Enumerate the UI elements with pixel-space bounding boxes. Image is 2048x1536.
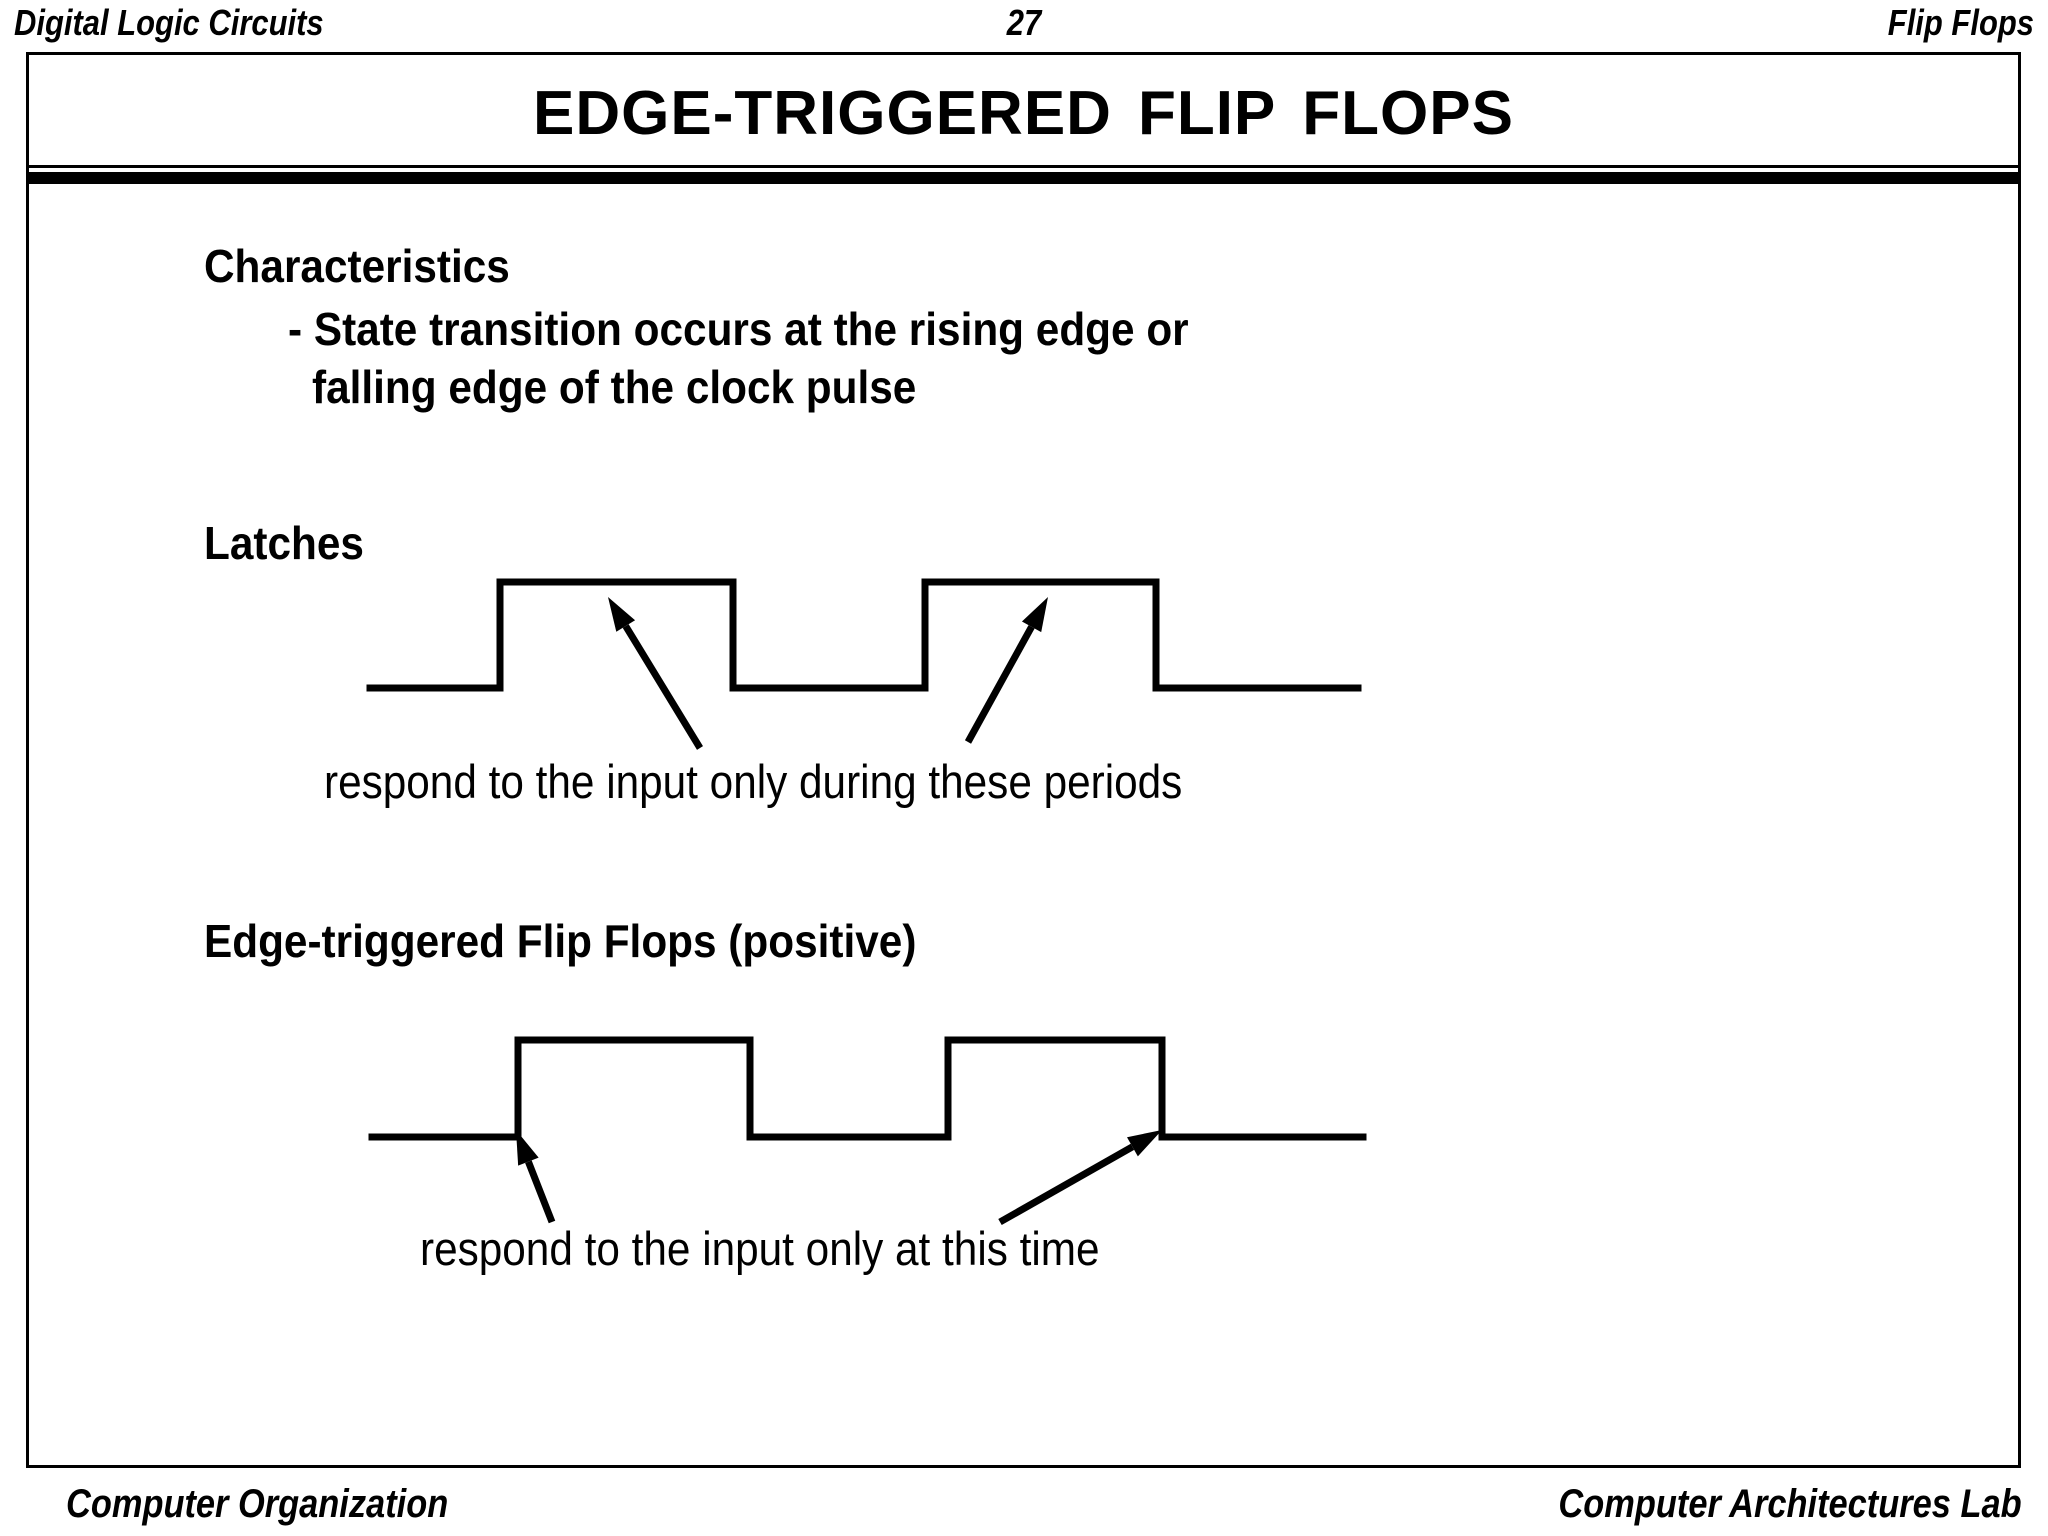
title-divider-thick-rule [29, 172, 2018, 184]
latch-arrow-right-head [1021, 597, 1048, 633]
title-divider-thin-rule [29, 165, 2018, 168]
page-number: 27 [1006, 2, 1042, 43]
edge-arrow-left-head [516, 1130, 539, 1166]
runhead-course-title: Digital Logic Circuits [14, 2, 324, 43]
latches-caption: respond to the input only during these p… [324, 755, 1183, 808]
edge-arrow-left-shaft [525, 1160, 556, 1224]
characteristics-bullet-line-1: - State transition occurs at the rising … [288, 303, 1189, 355]
edge-clock-waveform [368, 1036, 1367, 1141]
latches-waveform-group [366, 578, 1362, 750]
edge-triggered-waveform-group [368, 1036, 1367, 1226]
slide-title: EDGE-TRIGGERED FLIP FLOPS [29, 77, 2018, 151]
characteristics-bullet-line-2: falling edge of the clock pulse [312, 361, 917, 413]
slide-title-part-3: FLOPS [1302, 79, 1514, 148]
slide-title-part-1: EDGE-TRIGGERED [533, 79, 1112, 148]
edge-arrow-right-head [1127, 1130, 1162, 1157]
latch-arrow-right-shaft [964, 625, 1035, 744]
edge-triggered-heading: Edge-triggered Flip Flops (positive) [204, 915, 917, 967]
edge-triggered-caption: respond to the input only at this time [420, 1222, 1100, 1275]
title-divider [29, 165, 2018, 184]
running-head: Digital Logic Circuits 27 Flip Flops [0, 0, 2048, 50]
edge-arrow-right-shaft [998, 1143, 1135, 1226]
runhead-topic: Flip Flops [1887, 2, 2034, 43]
slide-title-part-2: FLIP [1137, 79, 1277, 148]
footer-lab-name: Computer Architectures Lab [1558, 1482, 2022, 1526]
latch-arrow-left-head [608, 597, 636, 632]
latch-clock-waveform [366, 578, 1362, 692]
latches-heading: Latches [204, 517, 364, 569]
latch-arrow-left-shaft [622, 624, 703, 750]
page-footer: Computer Organization Computer Architect… [0, 1478, 2048, 1536]
slide-frame: EDGE-TRIGGERED FLIP FLOPS [26, 52, 2021, 1468]
characteristics-heading: Characteristics [204, 240, 510, 292]
footer-course-name: Computer Organization [66, 1482, 449, 1526]
